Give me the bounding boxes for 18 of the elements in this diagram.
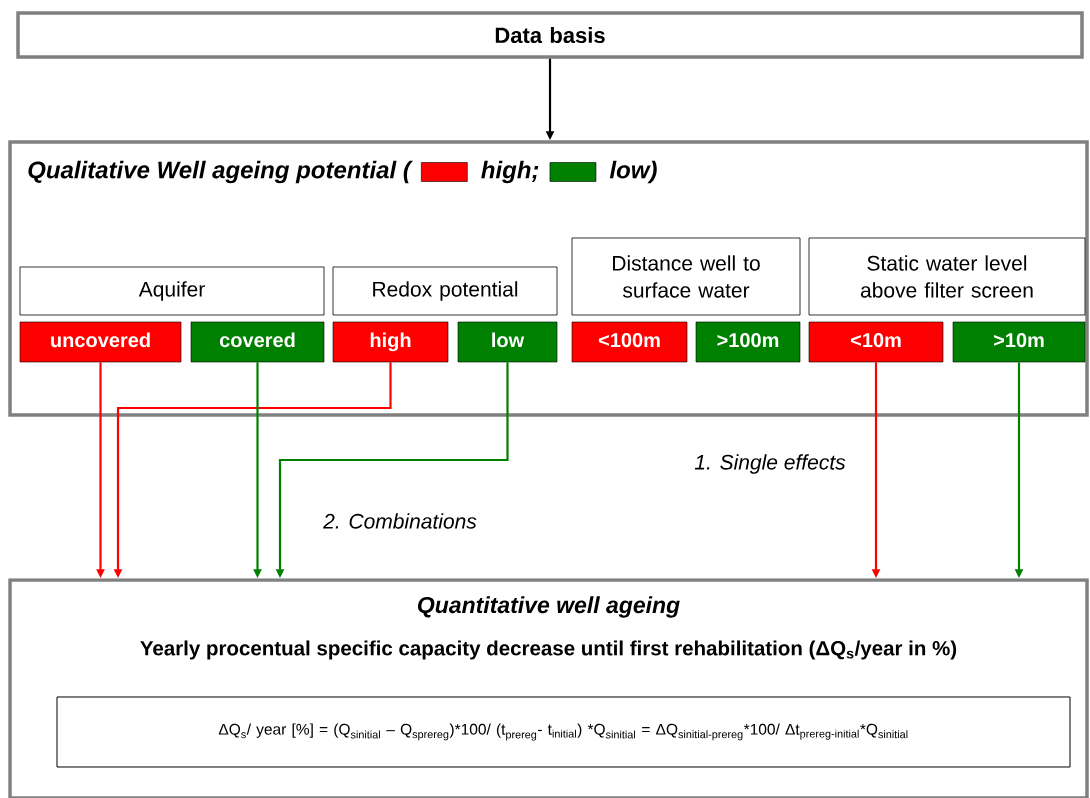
category-box: Distance well to surface water [571, 237, 801, 316]
category-box: Aquifer [19, 266, 325, 316]
title-box: Data basis [16, 11, 1084, 59]
value-box: >100m [695, 321, 801, 363]
value-box: <10m [808, 321, 944, 363]
value-box: low [457, 321, 558, 363]
step-label: 1. Single effects [692, 452, 848, 476]
value-box: uncovered [19, 321, 182, 363]
category-box: Redox potential [332, 266, 558, 316]
value-box: <100m [571, 321, 688, 363]
formula-box: $\text{ΔQ}_{\text{s}}\text{/ year [\%] = (Q}_{\text{sinitial}}\text{ – Q}_{\text{sprereg}}\text{)*100/ (t}_{\text{prereg}}\text{- t}_{\text{initial}}\text{) *Q}_{\text{sinitial}}\text{ = ΔQ}_{\text{sinitial-prereg}}\text{*100/ Δt}_{\text{prereg-initial}}\text{*Q}_{\text{sinitial}}$ [56, 696, 1071, 768]
legend-label: high; [481, 160, 539, 184]
category-box: Static water level above filter screen [808, 237, 1086, 316]
value-box: >10m [952, 321, 1086, 363]
step-label: 2. Combinations [321, 511, 479, 531]
value-box: covered [190, 321, 325, 363]
value-box: high [332, 321, 449, 363]
legend-label: low) [609, 160, 657, 184]
